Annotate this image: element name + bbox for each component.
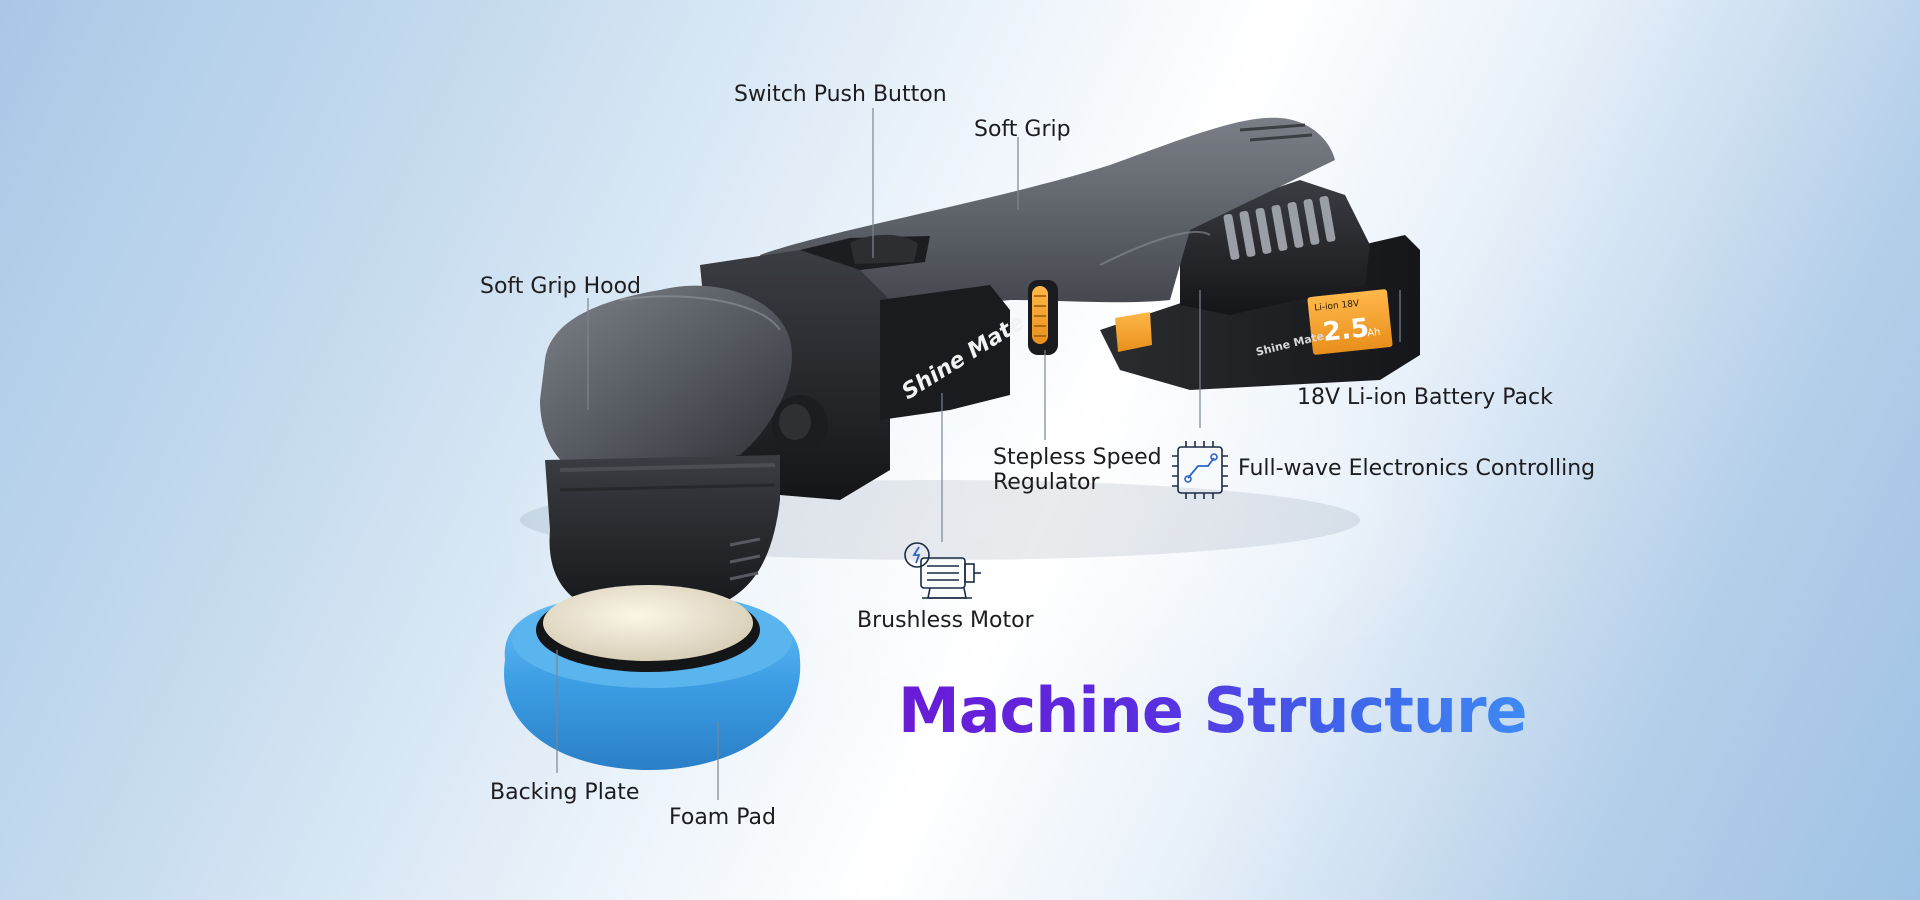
label-speed-regulator: Stepless Speed Regulator: [993, 445, 1162, 495]
backing-plate-part: [536, 585, 760, 672]
label-battery-pack: 18V Li-ion Battery Pack: [1297, 385, 1553, 410]
battery-unit: Ah: [1367, 327, 1381, 339]
label-soft-grip-hood: Soft Grip Hood: [480, 274, 641, 299]
battery-label: [1307, 289, 1393, 355]
label-foam-pad: Foam Pad: [669, 805, 776, 830]
label-switch-push-button: Switch Push Button: [734, 82, 947, 107]
gear-neck: [545, 455, 780, 620]
speed-regulator-wheel: [1028, 280, 1058, 355]
brand-logo-panel: Shine Mate: [880, 285, 1029, 420]
label-soft-grip: Soft Grip: [974, 117, 1071, 142]
leader-lines: [556, 108, 1401, 800]
rear-housing: [1180, 180, 1370, 315]
label-electronics: Full-wave Electronics Controlling: [1238, 456, 1596, 481]
brushless-motor-icon: [904, 542, 981, 599]
circuit-chip-icon: [1172, 441, 1228, 499]
battery-capacity: 2.5: [1321, 313, 1370, 348]
label-backing-plate: Backing Plate: [490, 780, 640, 805]
soft-grip-hood-part: [540, 285, 792, 480]
vent-slots: [1223, 195, 1336, 260]
battery-spec-header: Li-ion 18V: [1314, 299, 1361, 314]
label-brushless-motor: Brushless Motor: [857, 608, 1034, 633]
diagram-title: Machine Structure: [898, 674, 1528, 747]
